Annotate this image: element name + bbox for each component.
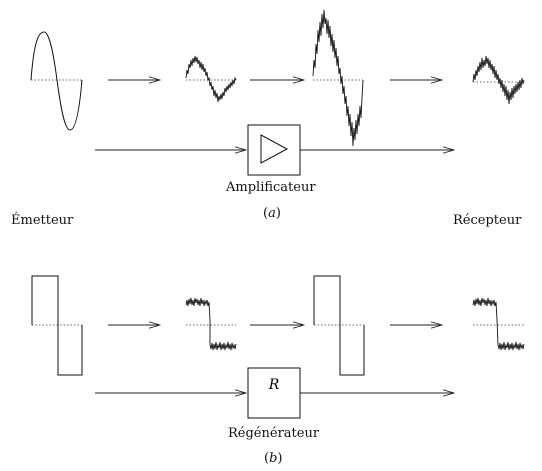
amplified-noisy-signal (312, 9, 364, 147)
caption-a-close: ) (275, 206, 281, 221)
panel-a (30, 9, 525, 176)
caption-b-open: ( (264, 451, 270, 466)
panel-b: R (31, 275, 525, 419)
emitter-label: Émetteur (11, 213, 74, 228)
received-noisy-signal (472, 55, 525, 105)
panel-b-caption: (b) (264, 451, 282, 466)
caption-a-letter: a (268, 206, 276, 221)
received-noisy-square (472, 297, 525, 351)
regenerated-square-signal (313, 275, 365, 376)
amplifier-box (247, 124, 301, 176)
amplifier-label: Amplificateur (226, 180, 316, 195)
regenerator-symbol: R (268, 377, 280, 393)
attenuated-noisy-square (185, 297, 237, 351)
caption-b-close: ) (277, 451, 283, 466)
panel-a-caption: (a) (263, 206, 281, 221)
emitted-square-signal (31, 275, 83, 376)
emitted-sine-signal (30, 31, 83, 131)
caption-a-open: ( (263, 206, 269, 221)
regenerator-box (247, 367, 301, 419)
sine-wave (30, 31, 83, 131)
amplifier-triangle-icon (260, 134, 289, 164)
receiver-label: Récepteur (453, 213, 522, 228)
regenerator-label: Régénérateur (228, 426, 320, 441)
caption-b-letter: b (269, 451, 278, 466)
attenuated-noisy-signal (185, 55, 237, 103)
